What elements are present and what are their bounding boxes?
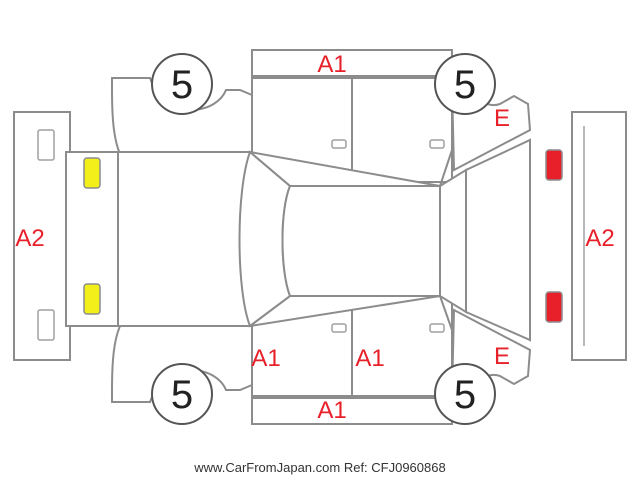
- rear-bumper: [13, 111, 71, 361]
- tire-grade-front-left: 5: [454, 373, 476, 417]
- rear-light-upper: [83, 157, 101, 189]
- front-light-upper: [545, 149, 563, 181]
- mark-front-fender-right: E: [494, 105, 510, 132]
- mark-left-rear-door: A1: [355, 345, 384, 372]
- tire-grade-front-right: 5: [454, 63, 476, 107]
- front-bumper: [571, 111, 627, 361]
- tire-front-right: 5: [434, 53, 496, 115]
- upper-side-panel: [111, 49, 532, 183]
- mark-right-side: A1: [317, 397, 346, 424]
- front-light-lower: [545, 291, 563, 323]
- mark-left-front-door: A1: [251, 345, 280, 372]
- tire-grade-rear-right: 5: [171, 63, 193, 107]
- tire-rear-right: 5: [151, 53, 213, 115]
- mark-rear-bumper: A2: [15, 225, 44, 252]
- tire-front-left: 5: [434, 363, 496, 425]
- mark-front-fender-left: E: [494, 343, 510, 370]
- tire-grade-rear-left: 5: [171, 373, 193, 417]
- mark-roof: A1: [317, 51, 346, 78]
- tire-rear-left: 5: [151, 363, 213, 425]
- mark-front-bumper: A2: [585, 225, 614, 252]
- rear-light-lower: [83, 283, 101, 315]
- lower-side-panel: [111, 295, 532, 425]
- car-body-top-view: [65, 138, 531, 342]
- reference-footer: www.CarFromJapan.com Ref: CFJ0960868: [193, 460, 445, 475]
